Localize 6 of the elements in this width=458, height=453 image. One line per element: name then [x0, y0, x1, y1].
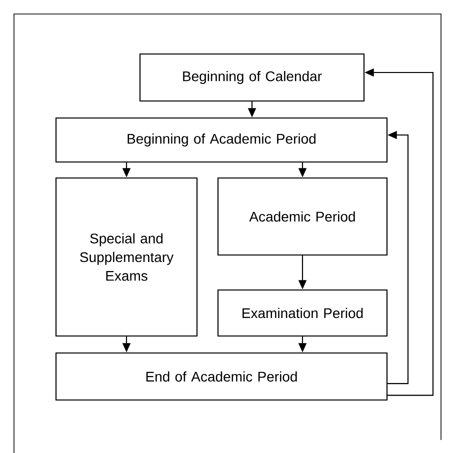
process-box: Special and Supplementary Exams [55, 177, 198, 337]
process-box: Academic Period [217, 177, 388, 256]
process-box: End of Academic Period [55, 352, 388, 401]
process-box: Examination Period [217, 289, 388, 337]
process-box: Beginning of Academic Period [55, 117, 388, 163]
process-box: Beginning of Calendar [139, 53, 365, 102]
